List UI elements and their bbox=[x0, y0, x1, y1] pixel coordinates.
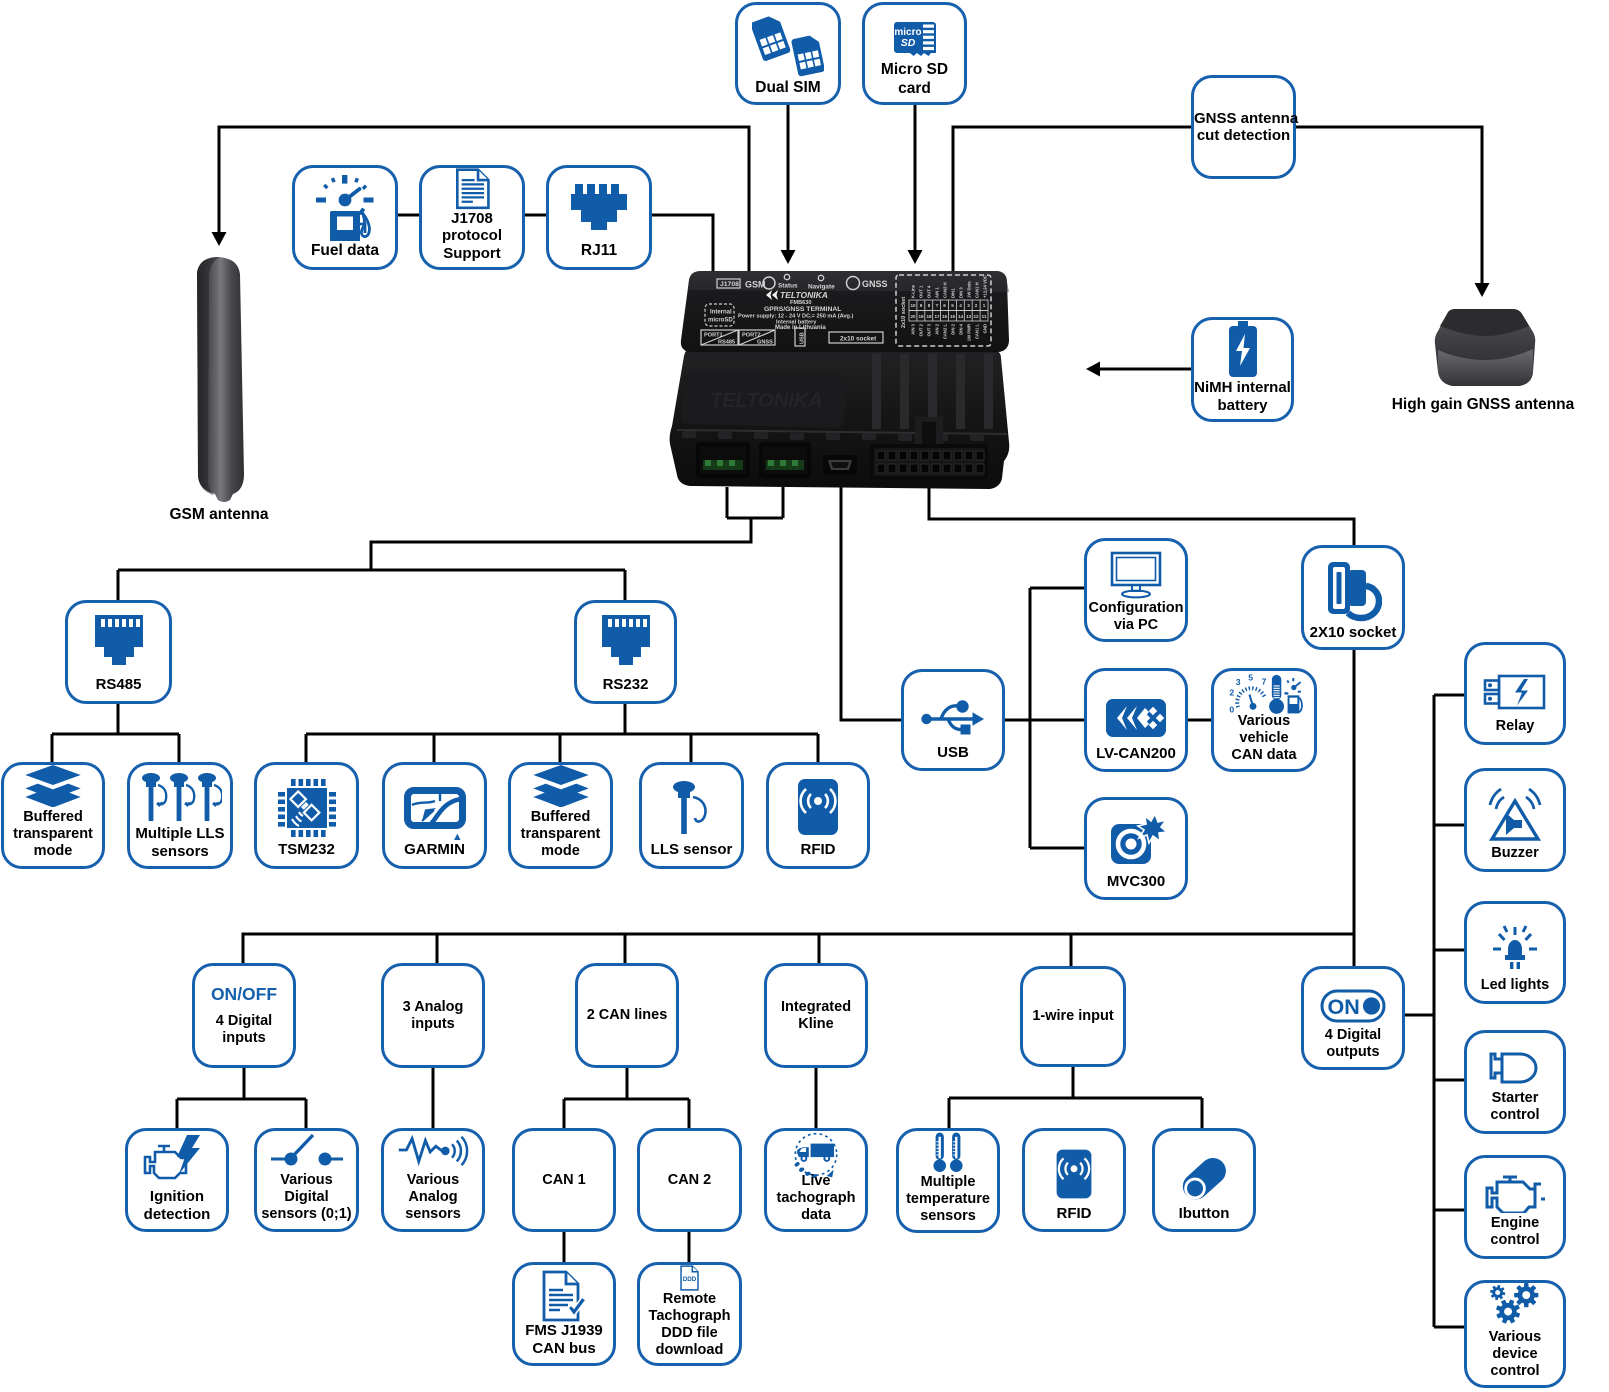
svg-text:18: 18 bbox=[926, 314, 932, 319]
svg-text:1W PWR: 1W PWR bbox=[967, 324, 972, 341]
svg-text:8: 8 bbox=[928, 303, 931, 308]
svg-text:20: 20 bbox=[910, 314, 916, 319]
svg-text:2: 2 bbox=[1229, 687, 1234, 697]
svg-text:17: 17 bbox=[934, 314, 940, 319]
svg-text:14: 14 bbox=[958, 314, 964, 319]
svg-text:15: 15 bbox=[950, 314, 956, 319]
svg-text:TELTONIKA: TELTONIKA bbox=[710, 390, 823, 412]
svg-text:micro: micro bbox=[894, 27, 921, 38]
svg-text:CAN1 H: CAN1 H bbox=[975, 282, 980, 298]
svg-text:10: 10 bbox=[910, 303, 916, 308]
svg-text:1: 1 bbox=[983, 303, 986, 308]
svg-text:AIN 2: AIN 2 bbox=[935, 323, 940, 334]
svg-text:OUT 4: OUT 4 bbox=[927, 285, 932, 298]
svg-text:9: 9 bbox=[920, 303, 923, 308]
svg-text:13: 13 bbox=[966, 314, 972, 319]
svg-text:RS485: RS485 bbox=[718, 340, 735, 346]
svg-text:OUT 1: OUT 1 bbox=[919, 285, 924, 298]
svg-text:2: 2 bbox=[975, 303, 978, 308]
svg-text:1W Data: 1W Data bbox=[967, 281, 972, 298]
svg-text:Navigate: Navigate bbox=[808, 284, 835, 291]
svg-text:OUT 2: OUT 2 bbox=[919, 323, 924, 336]
svg-text:DDD: DDD bbox=[683, 1276, 697, 1283]
svg-text:TELTONIKA: TELTONIKA bbox=[780, 290, 828, 300]
svg-text:J1708: J1708 bbox=[720, 281, 739, 288]
svg-text:ON: ON bbox=[1328, 995, 1360, 1019]
svg-text:+12,24 VDC: +12,24 VDC bbox=[983, 275, 988, 298]
svg-text:K-Line: K-Line bbox=[911, 284, 916, 298]
svg-text:PORT1: PORT1 bbox=[704, 333, 723, 339]
svg-text:FMB630: FMB630 bbox=[790, 300, 811, 306]
svg-text:16: 16 bbox=[942, 314, 948, 319]
svg-text:5: 5 bbox=[1248, 672, 1253, 682]
svg-text:DIN 4: DIN 4 bbox=[959, 323, 964, 334]
svg-text:USB: USB bbox=[800, 332, 806, 344]
svg-text:7: 7 bbox=[1262, 676, 1267, 686]
svg-text:CAN1 L: CAN1 L bbox=[975, 324, 980, 340]
svg-text:T: T bbox=[936, 303, 939, 308]
svg-text:0: 0 bbox=[1229, 705, 1234, 715]
svg-text:GNSS: GNSS bbox=[757, 340, 773, 346]
svg-text:OUT 3: OUT 3 bbox=[927, 323, 932, 336]
svg-text:12: 12 bbox=[973, 314, 979, 319]
svg-text:microSD: microSD bbox=[708, 318, 733, 324]
svg-text:GND: GND bbox=[983, 324, 988, 333]
svg-text:AIN 1: AIN 1 bbox=[935, 287, 940, 298]
svg-text:GSM: GSM bbox=[745, 280, 766, 290]
svg-text:DIN1: DIN1 bbox=[951, 288, 956, 298]
svg-text:CAN2 L: CAN2 L bbox=[943, 324, 948, 340]
svg-text:3: 3 bbox=[967, 303, 970, 308]
svg-text:PORT2: PORT2 bbox=[742, 333, 761, 339]
svg-text:CAN2 H: CAN2 H bbox=[943, 282, 948, 298]
svg-text:2x10 socket: 2x10 socket bbox=[901, 297, 907, 328]
svg-text:Status: Status bbox=[778, 283, 798, 290]
svg-text:Power supply: 12 - 24 V DC,= 2: Power supply: 12 - 24 V DC,= 250 mA (Avg… bbox=[738, 314, 854, 320]
svg-text:11: 11 bbox=[982, 314, 987, 319]
svg-text:4: 4 bbox=[959, 303, 962, 308]
svg-text:3: 3 bbox=[1236, 677, 1241, 687]
svg-text:DIN 3: DIN 3 bbox=[959, 287, 964, 298]
svg-text:Internal battery: Internal battery bbox=[776, 320, 817, 326]
svg-text:2x10 socket: 2x10 socket bbox=[840, 336, 877, 343]
svg-text:Internal: Internal bbox=[710, 310, 732, 316]
svg-text:5: 5 bbox=[951, 303, 954, 308]
svg-text:19: 19 bbox=[918, 314, 924, 319]
svg-text:6: 6 bbox=[943, 303, 946, 308]
svg-text:GNSS: GNSS bbox=[862, 279, 888, 289]
svg-text:AIN 3: AIN 3 bbox=[911, 323, 916, 334]
svg-text:SD: SD bbox=[900, 37, 915, 49]
svg-text:GPRS/GNSS TERMINAL: GPRS/GNSS TERMINAL bbox=[764, 306, 841, 313]
svg-text:DIN 2: DIN 2 bbox=[951, 323, 956, 334]
